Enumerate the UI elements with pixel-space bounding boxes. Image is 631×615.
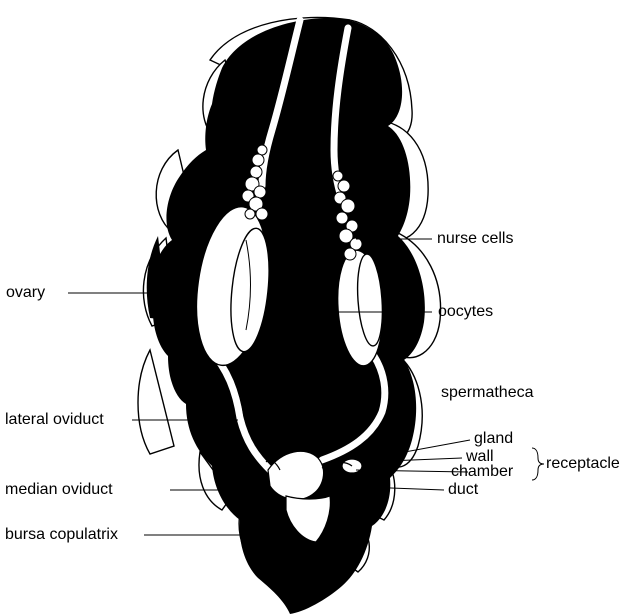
label-nurse-cells: nurse cells xyxy=(437,230,513,248)
label-median-oviduct: median oviduct xyxy=(5,481,113,499)
label-duct: duct xyxy=(448,481,478,499)
receptacle-brace xyxy=(532,448,544,480)
label-spermatheca: spermatheca xyxy=(441,384,534,402)
label-receptacle: receptacle xyxy=(546,455,620,473)
label-bursa-copulatrix: bursa copulatrix xyxy=(5,526,118,544)
ovary-body xyxy=(147,18,425,614)
label-lateral-oviduct: lateral oviduct xyxy=(5,411,104,429)
label-gland: gland xyxy=(474,430,513,448)
label-ovary: ovary xyxy=(6,284,45,302)
label-chamber: chamber xyxy=(451,463,513,481)
label-oocytes: oocytes xyxy=(438,303,493,321)
